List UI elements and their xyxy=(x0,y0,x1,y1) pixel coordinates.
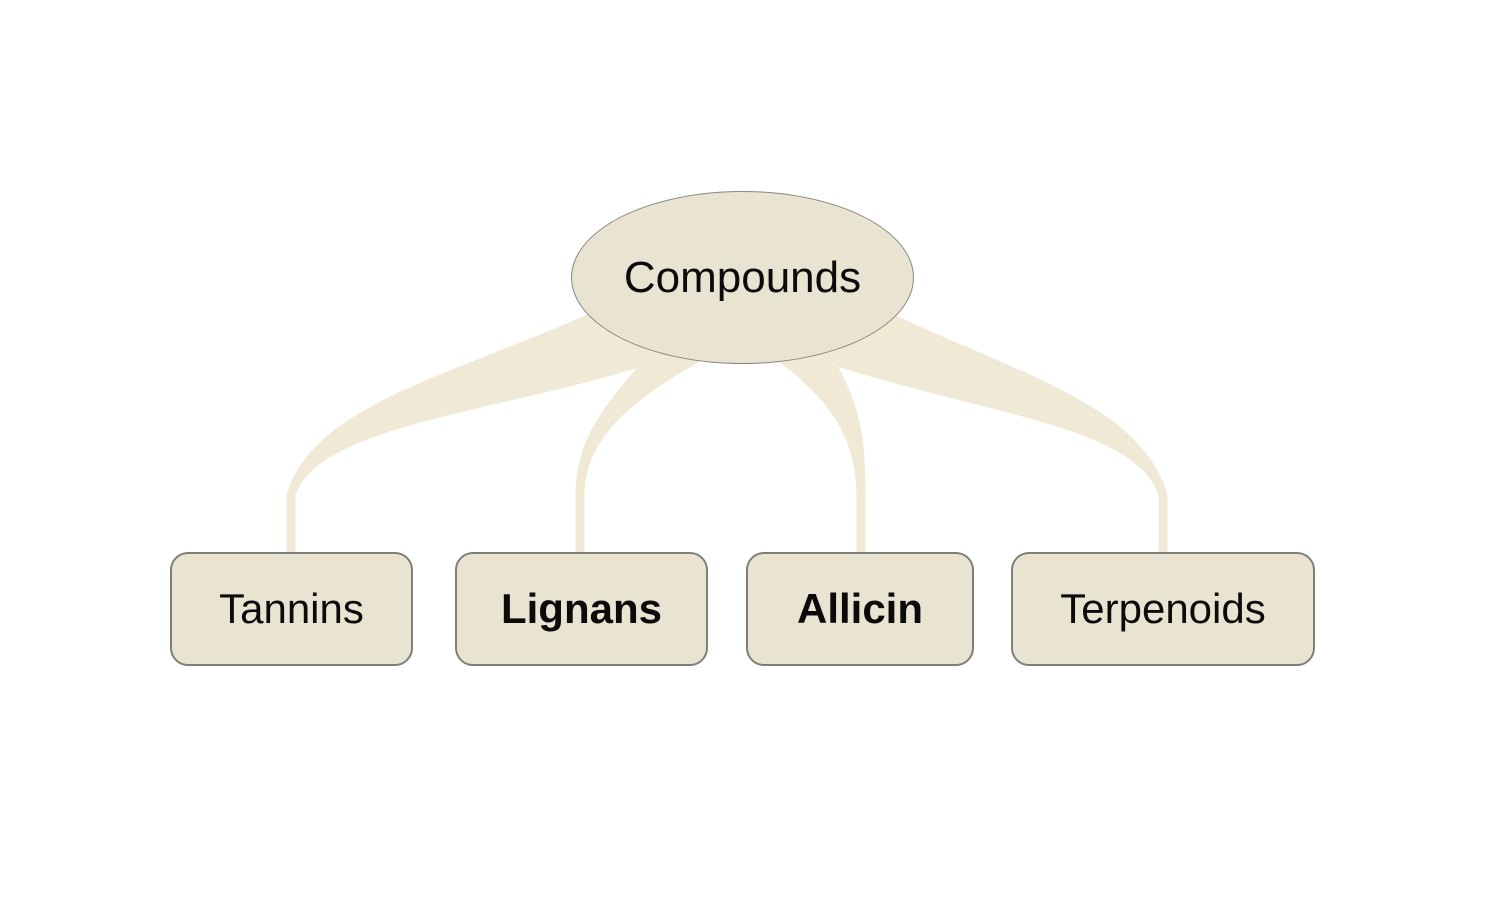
child-node-label: Allicin xyxy=(796,585,924,632)
child-node-label: Tannins xyxy=(219,585,364,632)
child-node-terpenoids: Terpenoids xyxy=(1011,552,1315,666)
child-node-label: Terpenoids xyxy=(1060,585,1266,632)
root-node-label: Compounds xyxy=(623,252,862,302)
child-node-tannins: Tannins xyxy=(170,552,413,666)
child-node-allicin: Allicin xyxy=(746,552,974,666)
root-node-compounds: Compounds xyxy=(571,191,914,364)
child-node-lignans: Lignans xyxy=(455,552,708,666)
edge-compounds-allicin xyxy=(754,312,866,553)
child-node-label: Lignans xyxy=(500,585,662,632)
